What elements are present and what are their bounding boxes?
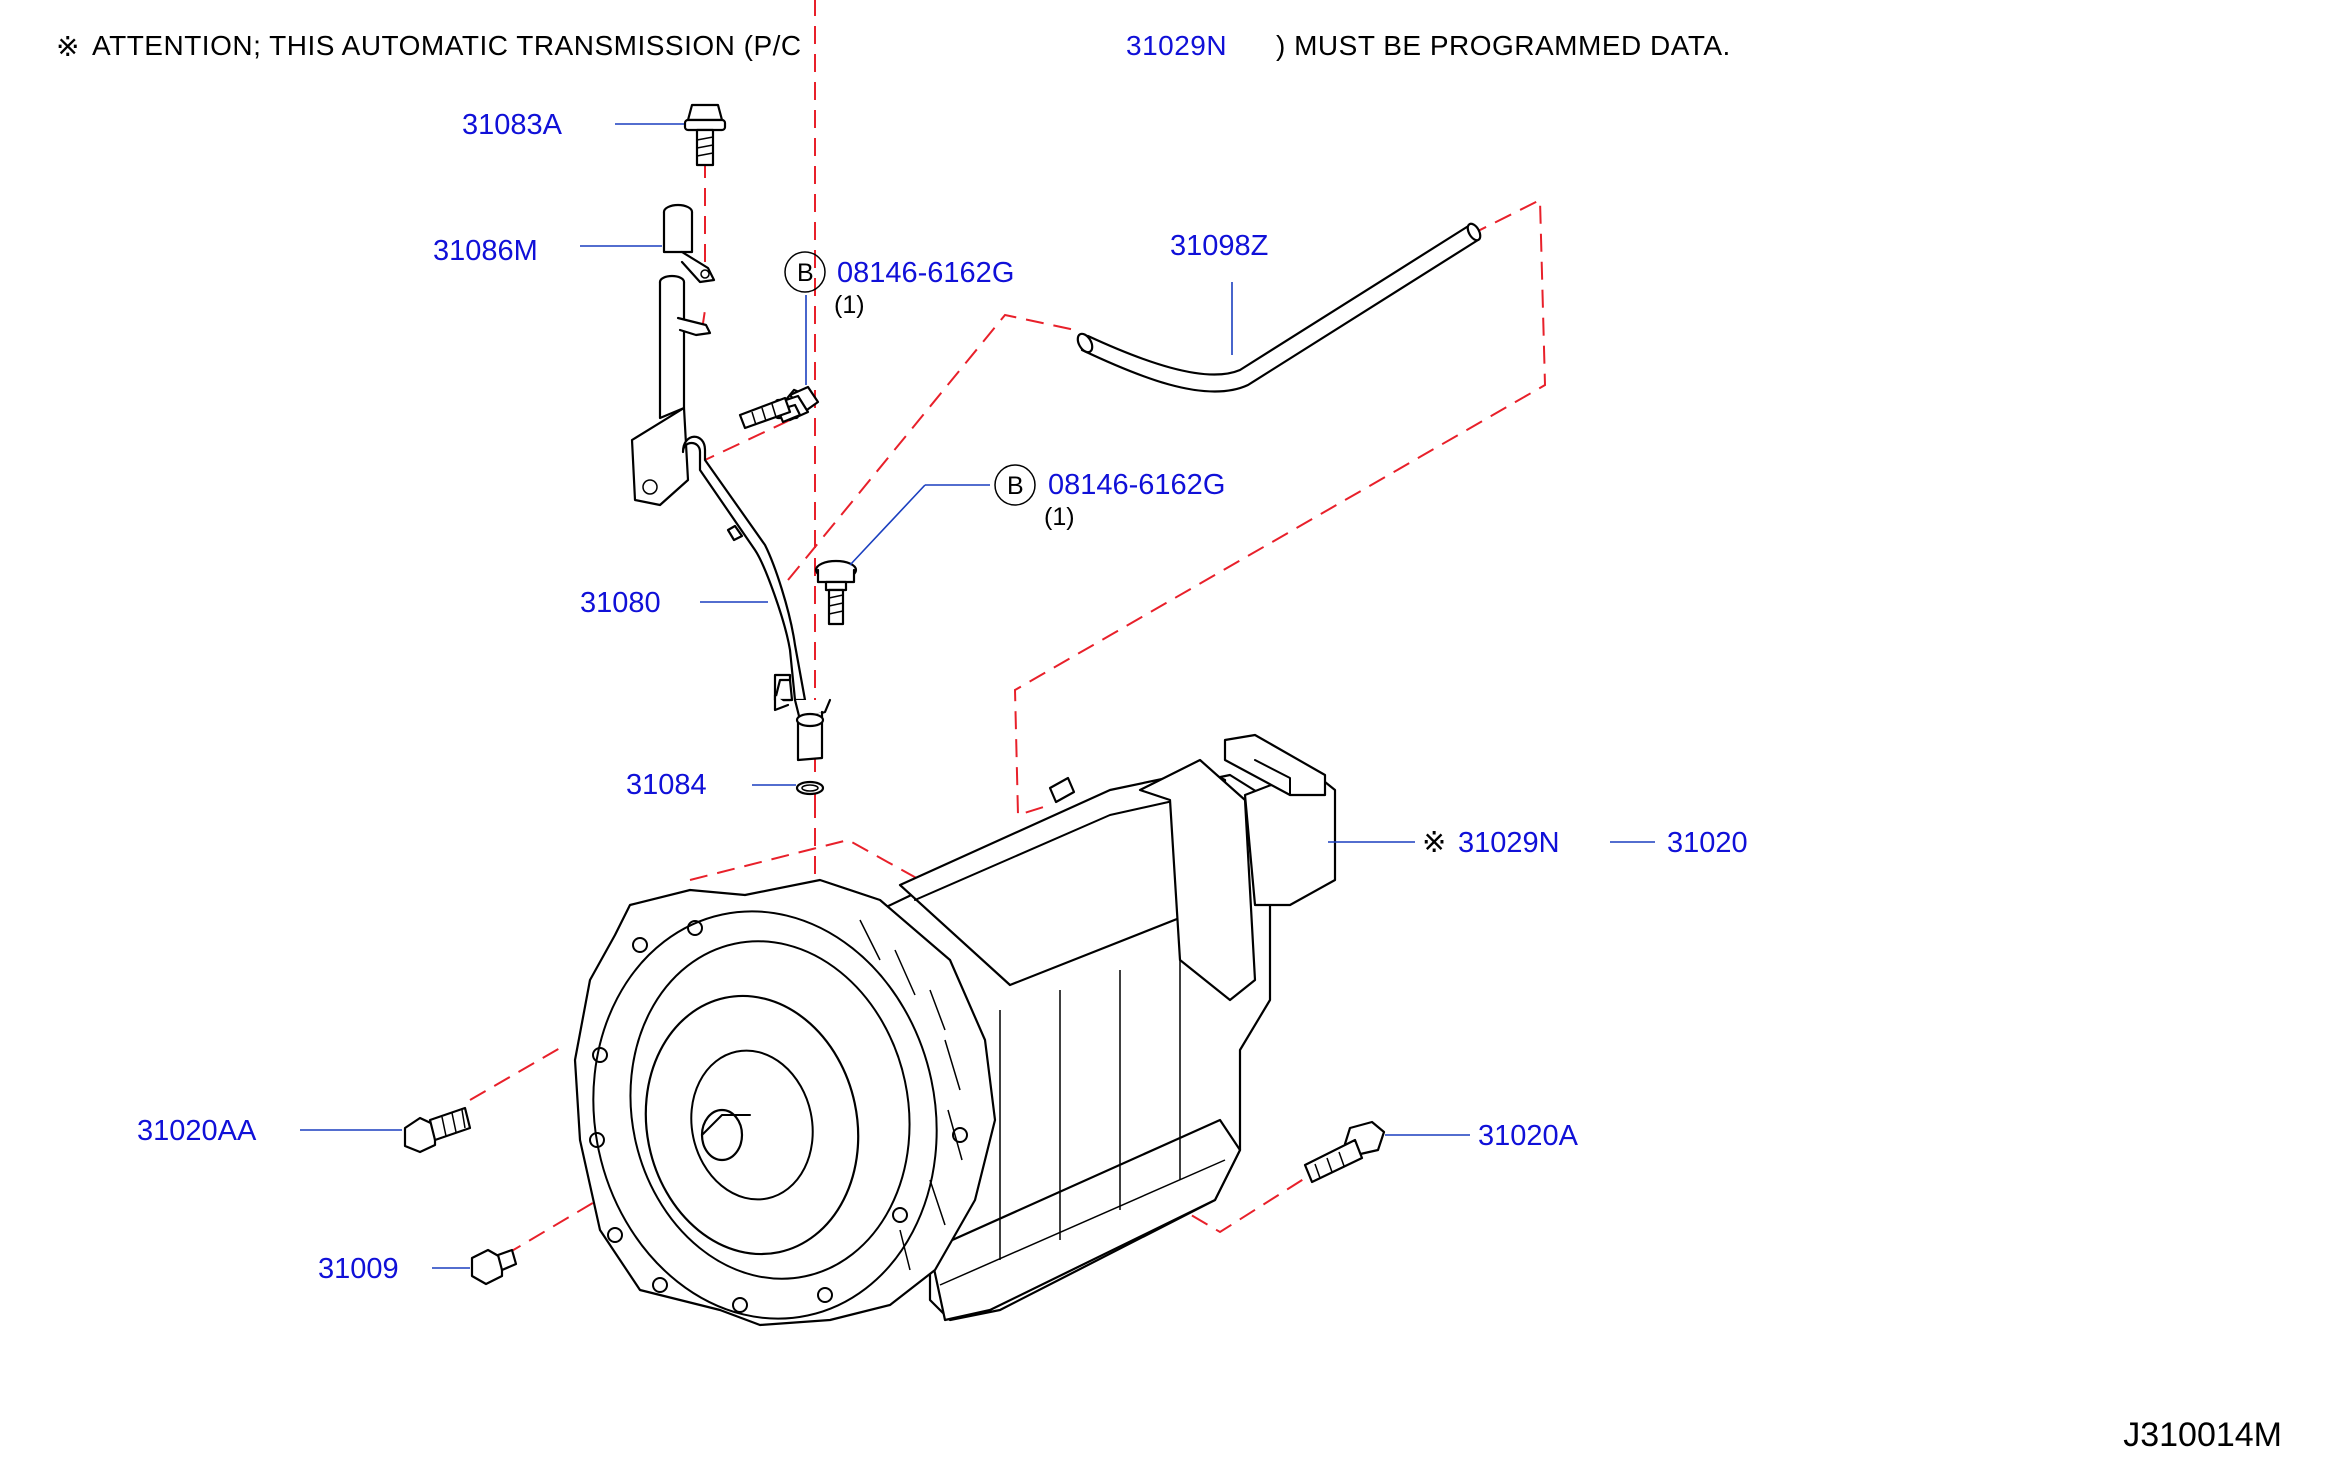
label-31020[interactable]: 31020 [1667, 827, 1748, 859]
label-31084[interactable]: 31084 [626, 769, 707, 801]
bolt-31020aa[interactable] [403, 1106, 472, 1154]
notice-part-number[interactable]: 31029N [1126, 30, 1228, 61]
circle-b-icon [784, 251, 826, 293]
bolt-31020a[interactable] [1303, 1120, 1386, 1184]
dipstick-tube-31080[interactable] [630, 274, 832, 762]
bolt2-circle-letter: B [1007, 472, 1024, 500]
bell-housing-bolt-holes [589, 920, 968, 1313]
label-31029n[interactable]: 31029N [1458, 827, 1560, 859]
bolt-31083a[interactable] [683, 103, 727, 167]
diagram-code: J310014M [2123, 1416, 2282, 1454]
bolt-08146-6162g-lower[interactable] [814, 559, 858, 626]
notice-symbol: ※ [56, 31, 80, 62]
hose-31098z[interactable] [1075, 222, 1483, 393]
clip-31086m[interactable] [662, 203, 716, 284]
bolt-08146-6162g-upper[interactable] [738, 385, 820, 430]
o-ring-31084[interactable] [795, 780, 825, 796]
notice-prefix: ATTENTION; THIS AUTOMATIC TRANSMISSION (… [92, 30, 802, 61]
automatic-transmission-assembly[interactable] [556, 733, 1337, 1351]
circle-b-icon [994, 464, 1036, 506]
plug-31009[interactable] [470, 1248, 518, 1286]
label-bolt2-qty: (1) [1044, 503, 1075, 531]
label-31080[interactable]: 31080 [580, 587, 661, 619]
bolt1-circle-letter: B [797, 259, 814, 287]
label-31009[interactable]: 31009 [318, 1253, 399, 1285]
label-31086m[interactable]: 31086M [433, 235, 538, 267]
label-31020a[interactable]: 31020A [1478, 1120, 1579, 1152]
label-bolt1-part[interactable]: 08146-6162G [837, 257, 1014, 289]
label-31029n-symbol: ※ [1422, 827, 1446, 859]
part-callouts: 31083A 31086M B 08146-6162G (1) 31098Z B… [137, 109, 1748, 1285]
attention-notice: ※ ATTENTION; THIS AUTOMATIC TRANSMISSION… [56, 30, 1816, 70]
label-31098z[interactable]: 31098Z [1170, 230, 1268, 262]
label-31083a[interactable]: 31083A [462, 109, 563, 141]
label-31020aa[interactable]: 31020AA [137, 1115, 257, 1147]
label-bolt2-part[interactable]: 08146-6162G [1048, 469, 1225, 501]
notice-suffix: ) MUST BE PROGRAMMED DATA. [1276, 30, 1731, 61]
leader-lines [300, 123, 1655, 1269]
label-bolt1-qty: (1) [834, 291, 865, 319]
